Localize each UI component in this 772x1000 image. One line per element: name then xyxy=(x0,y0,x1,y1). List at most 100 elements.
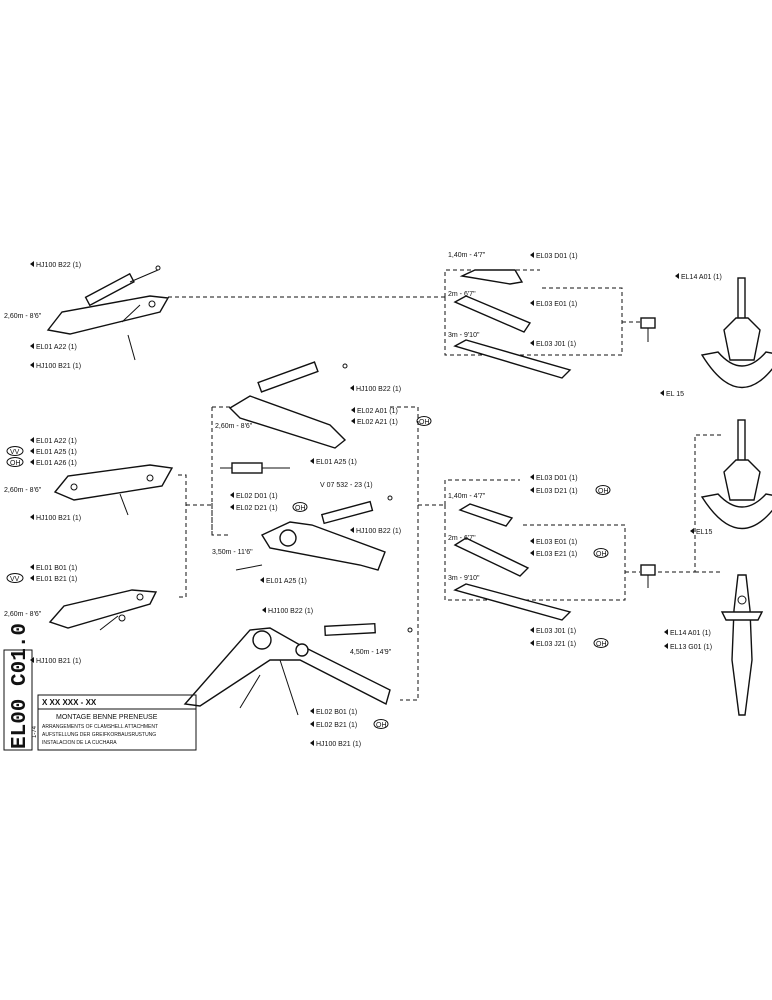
part-label: EL03 D01 (1) xyxy=(536,475,578,482)
mid-left-arm-assembly xyxy=(53,464,174,516)
part-label: EL01 A26 (1) xyxy=(36,460,77,467)
right-top-sticks xyxy=(453,269,572,379)
part-label: EL02 B01 (1) xyxy=(316,709,357,716)
callout-marker xyxy=(530,474,534,480)
clamshell-bucket-mid xyxy=(700,419,772,530)
callout-marker xyxy=(530,300,534,306)
part-label: EL03 E21 (1) xyxy=(536,551,577,558)
callout-marker xyxy=(30,261,34,267)
callout-marker xyxy=(664,629,668,635)
callout-marker xyxy=(30,459,34,465)
callout-marker xyxy=(30,343,34,349)
length-label: 4,50m - 14'9" xyxy=(350,649,392,656)
callout-marker xyxy=(530,550,534,556)
part-label: EL01 A25 (1) xyxy=(36,449,77,456)
callout-marker xyxy=(262,607,266,613)
variant-badge-oh xyxy=(593,638,609,648)
part-label: EL01 A25 (1) xyxy=(316,459,357,466)
center-upper-arm-assembly xyxy=(220,361,348,474)
callout-marker xyxy=(350,527,354,533)
clamshell-bucket-top xyxy=(640,277,772,389)
variant-badge-oh xyxy=(373,719,389,729)
part-label: EL03 E01 (1) xyxy=(536,301,577,308)
variant-badge-oh xyxy=(6,457,24,467)
callout-marker xyxy=(350,385,354,391)
callout-marker xyxy=(310,721,314,727)
grab-tool-bottom xyxy=(640,564,764,716)
connector-lines xyxy=(168,269,722,701)
length-label: 3m - 9'10" xyxy=(448,332,480,339)
part-label: EL02 A01 (1) xyxy=(357,408,398,415)
callout-marker xyxy=(310,708,314,714)
callout-marker xyxy=(30,575,34,581)
length-label: 2m - 6'7" xyxy=(448,291,476,298)
part-label: HJ100 B21 (1) xyxy=(36,658,81,665)
length-label: 3m - 9'10" xyxy=(448,575,480,582)
center-middle-arm-assembly xyxy=(235,495,393,571)
length-label: 3,50m - 11'6" xyxy=(212,549,253,556)
callout-marker xyxy=(530,487,534,493)
part-label: HJ100 B21 (1) xyxy=(36,363,81,370)
right-lower-sticks xyxy=(453,503,572,621)
variant-badge-vv xyxy=(6,573,24,583)
part-label: HJ100 B21 (1) xyxy=(36,515,81,522)
title-line: ARRANGEMENTS OF CLAMSHELL ATTACHMENT xyxy=(42,724,158,730)
part-label: EL02 D21 (1) xyxy=(236,505,278,512)
variant-badge-text: OH xyxy=(10,460,21,467)
callout-marker xyxy=(230,504,234,510)
revision: 1-74 xyxy=(32,725,38,738)
variant-badge-text: VV xyxy=(10,449,20,456)
big-frame-arm-assembly xyxy=(183,622,413,716)
length-label: 2,60m - 8'6" xyxy=(4,611,42,618)
part-label: EL02 A21 (1) xyxy=(357,419,398,426)
length-label: 1,40m - 4'7" xyxy=(448,252,486,259)
part-label: HJ100 B22 (1) xyxy=(356,528,401,535)
callout-marker xyxy=(660,390,664,396)
callout-marker xyxy=(30,448,34,454)
variant-badge-text: OH xyxy=(419,419,430,426)
part-label: EL01 B01 (1) xyxy=(36,565,77,572)
part-label: HJ100 B22 (1) xyxy=(356,386,401,393)
variant-badge-text: OH xyxy=(596,641,607,648)
part-label: HJ100 B22 (1) xyxy=(36,262,81,269)
callout-marker xyxy=(664,643,668,649)
length-label: 2m - 6'7" xyxy=(448,535,476,542)
callout-marker xyxy=(530,340,534,346)
callout-marker xyxy=(530,252,534,258)
part-label: EL03 J01 (1) xyxy=(536,628,576,635)
callout-marker xyxy=(675,273,679,279)
drawing-number: X XX XXX - XX xyxy=(42,698,97,707)
variant-badge-text: OH xyxy=(376,722,387,729)
top-left-arm-assembly xyxy=(46,265,170,361)
part-label: EL14 A01 (1) xyxy=(681,274,722,281)
title-line: AUFSTELLUNG DER GREIFKORBAUSRUSTUNG xyxy=(42,732,156,738)
callout-marker xyxy=(30,514,34,520)
callout-marker xyxy=(260,577,264,583)
lower-left-arm-assembly xyxy=(48,589,158,631)
part-label: HJ100 B21 (1) xyxy=(316,741,361,748)
part-label: EL01 A22 (1) xyxy=(36,438,77,445)
variant-badge-oh xyxy=(593,548,609,558)
variant-badge-oh xyxy=(595,485,611,495)
callout-marker xyxy=(351,407,355,413)
callout-marker xyxy=(30,437,34,443)
callout-marker xyxy=(530,627,534,633)
part-label: EL01 A22 (1) xyxy=(36,344,77,351)
callout-marker xyxy=(351,418,355,424)
callout-marker xyxy=(30,564,34,570)
length-label: 2,60m - 8'6" xyxy=(4,487,42,494)
drawing-code: EL00 C01.0 xyxy=(9,623,32,749)
reference-label: V 07 532 - 23 (1) xyxy=(320,482,373,489)
callout-marker xyxy=(310,740,314,746)
part-label: EL02 B21 (1) xyxy=(316,722,357,729)
title-line: INSTALACION DE LA CUCHARA xyxy=(42,740,117,746)
part-label: EL15 xyxy=(696,529,712,536)
part-label: EL 15 xyxy=(666,391,684,398)
title-line: MONTAGE BENNE PRENEUSE xyxy=(56,714,158,721)
length-label: 1,40m - 4'7" xyxy=(448,493,486,500)
variant-badge-oh xyxy=(416,416,432,426)
part-label: EL03 D21 (1) xyxy=(536,488,578,495)
part-label: EL13 G01 (1) xyxy=(670,644,712,651)
callout-marker xyxy=(530,538,534,544)
